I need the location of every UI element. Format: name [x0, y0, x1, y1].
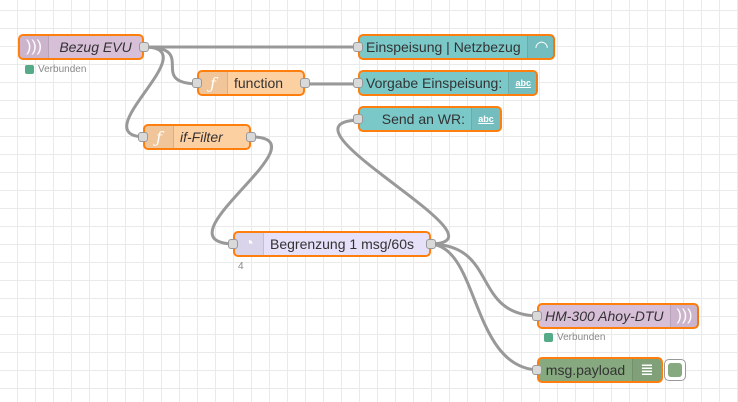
node-vorgabe-einspeisung[interactable]: Vorgabe Einspeisung: abc — [353, 70, 538, 96]
input-port[interactable] — [192, 78, 202, 88]
debug-toggle-button[interactable] — [664, 359, 686, 381]
output-port[interactable] — [300, 78, 310, 88]
input-port[interactable] — [353, 114, 363, 124]
wire-begrenzung-to-hm300[interactable] — [428, 242, 541, 318]
function-icon: ƒ — [199, 72, 228, 94]
status-text: Verbunden — [557, 332, 606, 343]
input-port[interactable] — [353, 42, 363, 52]
node-function[interactable]: ƒ function — [192, 70, 310, 96]
node-label: function — [234, 75, 284, 91]
input-port[interactable] — [353, 78, 363, 88]
abc-icon-text: abc — [478, 114, 494, 124]
node-label: Begrenzung 1 msg/60s — [270, 236, 414, 252]
abc-icon-text: abc — [515, 78, 531, 88]
input-port[interactable] — [532, 365, 542, 375]
status-dot — [25, 65, 34, 74]
node-label: Einspeisung | Netzbezug — [366, 39, 521, 55]
input-port[interactable] — [138, 132, 148, 142]
output-port[interactable] — [139, 42, 149, 52]
output-port[interactable] — [246, 132, 256, 142]
node-hm300-ahoy-dtu[interactable]: HM-300 Ahoy-DTU ))) — [532, 303, 699, 329]
wire-if-filter-to-begrenzung[interactable] — [210, 135, 274, 246]
abc-text-icon: abc — [508, 72, 538, 94]
status-bezug-evu: Verbunden — [25, 64, 86, 75]
output-port[interactable] — [426, 239, 436, 249]
toggle-indicator — [668, 363, 682, 377]
status-dot — [544, 333, 553, 342]
node-einspeisung-netzbezug[interactable]: Einspeisung | Netzbezug ◠ — [353, 34, 556, 60]
timer-icon: ◔ — [235, 233, 264, 255]
wire-begrenzung-to-debug[interactable] — [428, 242, 541, 372]
node-label: msg.payload — [545, 362, 626, 378]
debug-list-icon: ≣ — [632, 359, 661, 381]
gauge-icon: ◠ — [526, 36, 556, 58]
function-icon: ƒ — [145, 126, 174, 148]
abc-text-icon: abc — [471, 108, 500, 130]
node-begrenzung[interactable]: ◔ Begrenzung 1 msg/60s — [228, 231, 436, 257]
wifi-signal-icon: ))) — [20, 36, 49, 58]
node-label: Send an WR: — [381, 111, 465, 127]
node-if-filter[interactable]: ƒ if-Filter — [138, 124, 256, 150]
node-label: HM-300 Ahoy-DTU — [545, 308, 664, 324]
wifi-signal-icon: ))) — [669, 305, 699, 327]
queue-count: 4 — [238, 261, 244, 272]
status-hm300: Verbunden — [544, 332, 605, 343]
node-label: Vorgabe Einspeisung: — [366, 75, 503, 91]
node-msg-payload[interactable]: msg.payload ≣ — [532, 357, 663, 383]
input-port[interactable] — [532, 311, 542, 321]
node-bezug-evu[interactable]: ))) Bezug EVU — [18, 34, 149, 60]
wire-bezug-to-if-filter[interactable] — [125, 45, 165, 139]
node-label: Bezug EVU — [59, 39, 132, 55]
input-port[interactable] — [228, 239, 238, 249]
status-text: Verbunden — [38, 64, 87, 75]
node-send-an-wr[interactable]: Send an WR: abc — [353, 106, 502, 132]
node-label: if-Filter — [180, 129, 223, 145]
wire-begrenzung-to-send[interactable] — [336, 118, 450, 246]
